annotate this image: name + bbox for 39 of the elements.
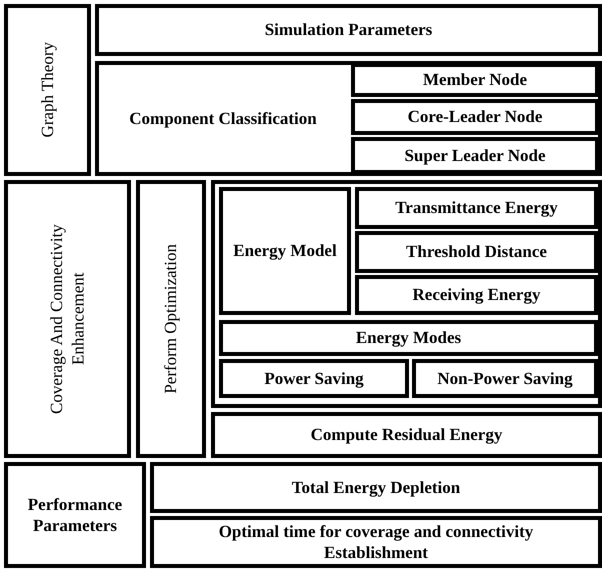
text-box bbox=[4, 180, 131, 458]
text-box bbox=[219, 320, 598, 356]
text-box bbox=[4, 462, 146, 568]
text-box bbox=[4, 4, 91, 176]
text-box bbox=[355, 275, 598, 315]
box-label: Energy Modes bbox=[356, 327, 462, 349]
box-label: Non-Power Saving bbox=[437, 368, 573, 390]
box-label: Simulation Parameters bbox=[264, 19, 432, 41]
group-box bbox=[211, 180, 602, 408]
box-label: Component Classification bbox=[129, 108, 317, 130]
text-box bbox=[219, 359, 409, 398]
text-box bbox=[351, 99, 599, 135]
text-box bbox=[412, 359, 598, 398]
text-box bbox=[95, 4, 602, 56]
text-box bbox=[351, 137, 599, 174]
box-label: Graph Theory bbox=[36, 42, 58, 138]
text-box bbox=[351, 63, 599, 97]
box-label: Transmittance Energy bbox=[395, 197, 558, 219]
text-box bbox=[211, 412, 602, 458]
text-box bbox=[136, 180, 206, 458]
box-label: Power Saving bbox=[264, 368, 364, 390]
box-label: Coverage And Connectivity Enhancement bbox=[46, 223, 88, 416]
box-label: Core-Leader Node bbox=[408, 106, 542, 128]
box-label: Threshold Distance bbox=[406, 241, 547, 263]
box-label: Perform Optimization bbox=[160, 244, 182, 394]
text-box bbox=[95, 61, 602, 176]
box-label: Optimal time for coverage and connectivity Establishment bbox=[218, 520, 534, 564]
text-box bbox=[150, 516, 602, 568]
box-label: Energy Model bbox=[233, 240, 337, 262]
box-label: Member Node bbox=[422, 69, 528, 91]
text-box bbox=[150, 462, 602, 513]
box-label: Total Energy Depletion bbox=[292, 476, 460, 498]
box-label: Receiving Energy bbox=[412, 284, 540, 306]
text-box bbox=[355, 231, 598, 273]
box-label: Performance Parameters bbox=[26, 494, 124, 536]
box-label: Super Leader Node bbox=[404, 144, 546, 166]
text-box bbox=[219, 187, 351, 315]
text-box bbox=[355, 187, 598, 229]
box-label: Compute Residual Energy bbox=[310, 424, 502, 446]
